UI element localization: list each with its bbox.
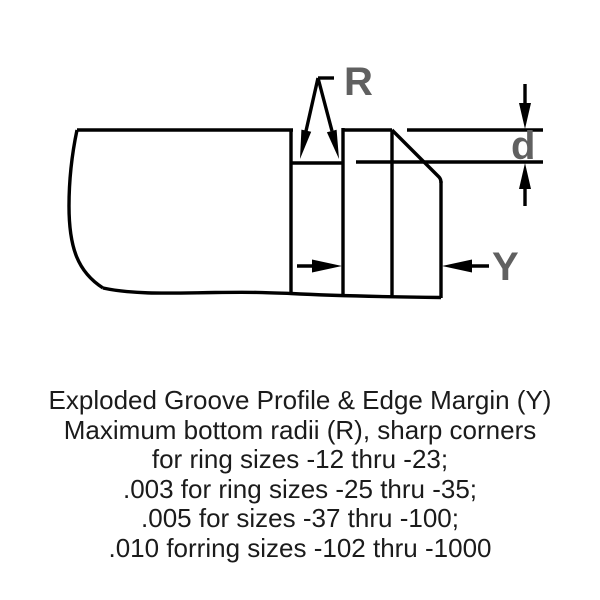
r-leader-left-arrowhead xyxy=(300,129,312,159)
caption: Exploded Groove Profile & Edge Margin (Y… xyxy=(0,385,600,563)
d-dimension xyxy=(356,84,543,206)
margin-left-arrowhead xyxy=(312,259,342,273)
radius-label: R xyxy=(344,60,373,104)
caption-line-3: for ring sizes -12 thru -23; xyxy=(151,444,449,474)
shaft-bottom-edge xyxy=(102,286,442,300)
r-leader xyxy=(300,76,339,159)
chamfer-line xyxy=(390,128,443,184)
r-leader-left-leg xyxy=(304,77,320,132)
r-leader-right-leg xyxy=(316,77,334,132)
shaft-left-curve xyxy=(67,129,104,290)
y-arrowhead xyxy=(442,259,472,273)
caption-line-2: Maximum bottom radii (R), sharp corners xyxy=(63,414,537,445)
d-lower-arrowhead xyxy=(519,163,531,189)
caption-line-6: .010 forring sizes -102 thru -1000 xyxy=(108,532,492,563)
groove-depth-label: d xyxy=(511,124,535,168)
caption-line-5: .005 for sizes -37 thru -100; xyxy=(141,503,459,533)
edge-margin-arrows xyxy=(297,259,489,273)
edge-margin-label: Y xyxy=(492,245,519,289)
caption-line-1: Exploded Groove Profile & Edge Margin (Y… xyxy=(48,385,552,415)
d-upper-arrowhead xyxy=(519,103,531,129)
caption-line-4: .003 for ring sizes -25 thru -35; xyxy=(122,473,478,504)
r-leader-right-arrowhead xyxy=(326,129,339,159)
